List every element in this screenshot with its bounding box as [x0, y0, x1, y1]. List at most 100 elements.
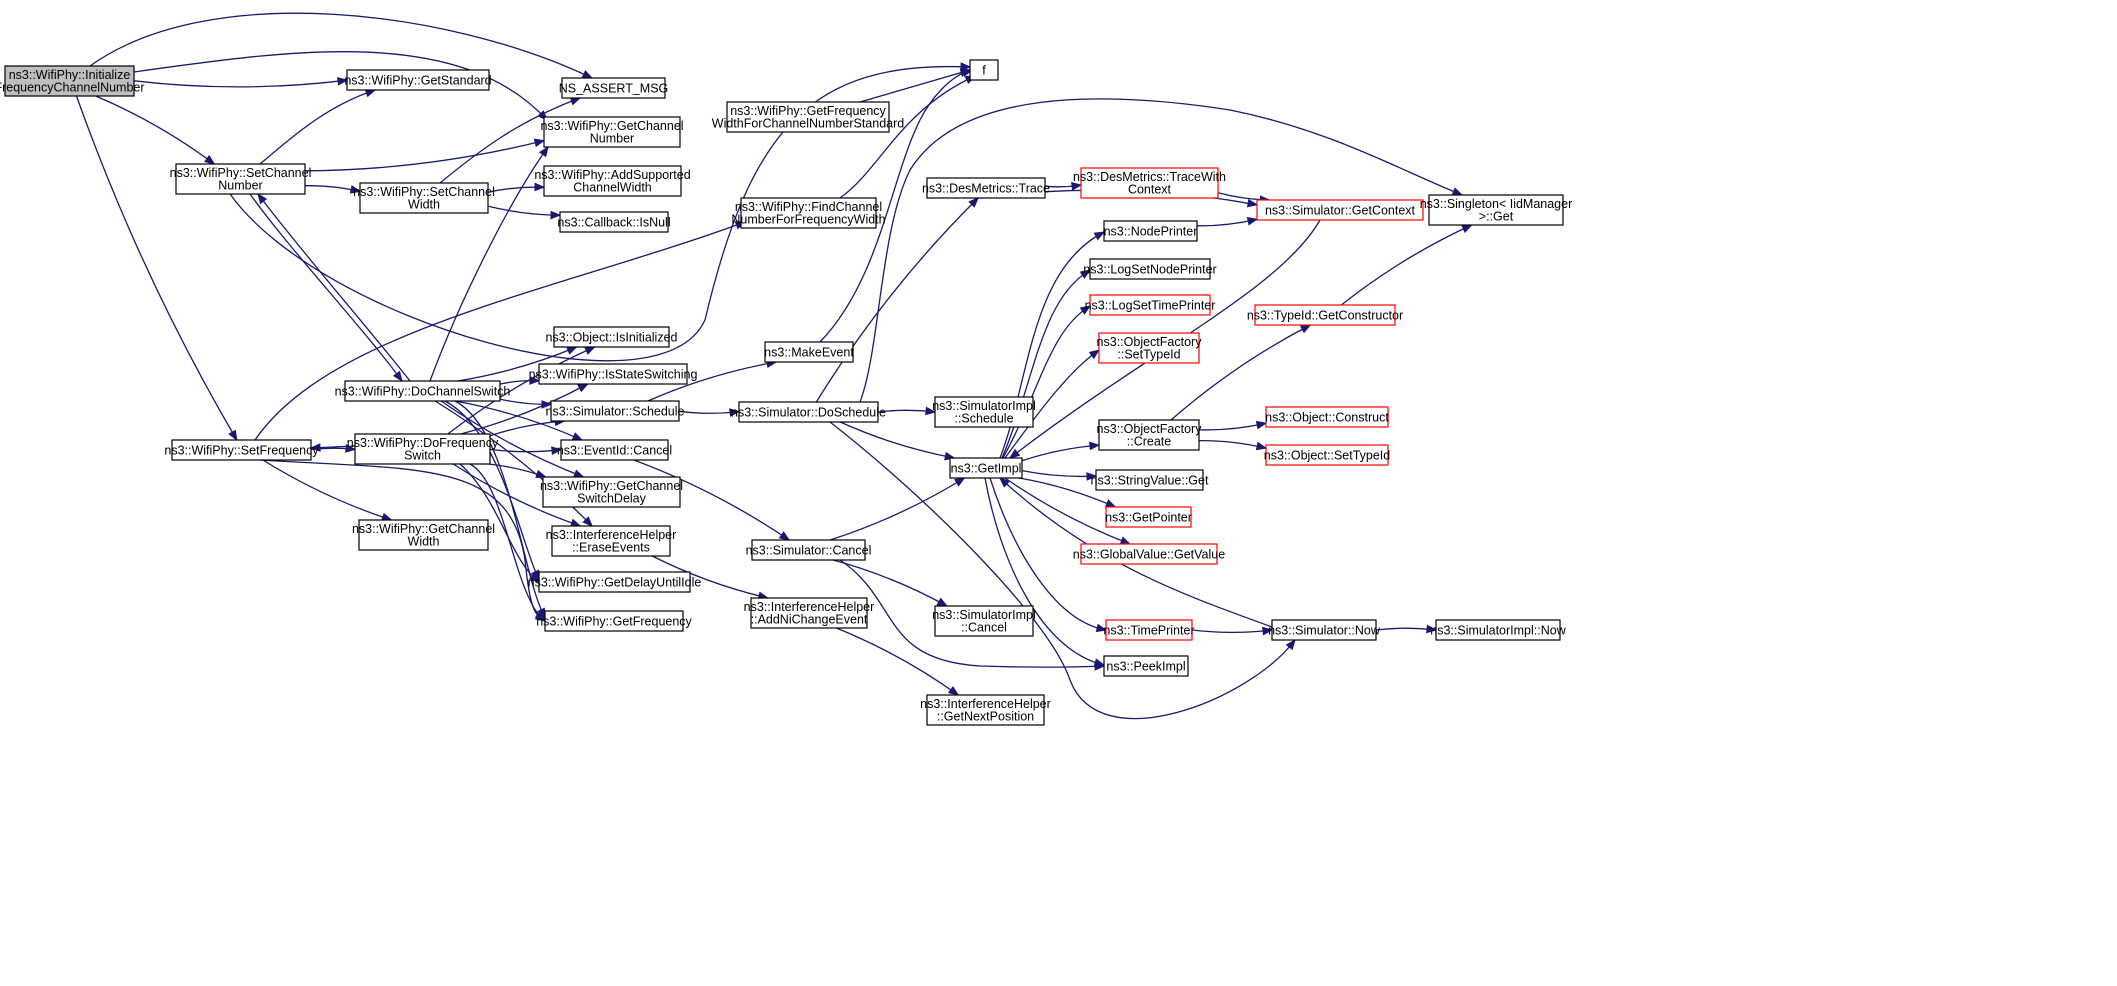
edges-layer — [75, 12, 1473, 720]
node-nsAssert[interactable]: NS_ASSERT_MSG — [559, 77, 669, 99]
node-simImplSchedule[interactable]: ns3::SimulatorImpl::Schedule — [932, 396, 1036, 428]
edge-getImpl-to-stringValueGet — [1021, 469, 1097, 478]
edge-doChannelSwitch-to-isInitialized-arrowhead — [566, 346, 578, 355]
edge-simCancel-to-simImplCancel-arrowhead — [936, 597, 949, 607]
node-isStateSwitching[interactable]: ns3::WifiPhy::IsStateSwitching — [529, 363, 698, 385]
node-findChannel[interactable]: ns3::WifiPhy::FindChannelNumberForFreque… — [731, 197, 886, 229]
edge-doChannelSwitch-to-eraseEvents — [434, 400, 593, 527]
node-addNiChange[interactable]: ns3::InterferenceHelper::AddNiChangeEven… — [744, 597, 875, 629]
node-isInitialized[interactable]: ns3::Object::IsInitialized — [545, 326, 678, 348]
edge-getContext-to-getImpl-arrowhead — [1008, 448, 1021, 459]
edge-setFrequency-to-getChannelWidth — [262, 459, 392, 521]
node-setFrequency[interactable]: ns3::WifiPhy::SetFrequency — [164, 439, 319, 461]
node-box — [359, 182, 489, 214]
node-getPointer[interactable]: ns3::GetPointer — [1105, 506, 1192, 528]
node-getDelayUntilIdle[interactable]: ns3::WifiPhy::GetDelayUntilIdle — [528, 571, 702, 593]
node-label: ::GetNextPosition — [937, 710, 1034, 724]
edge-doChannelSwitch-to-setChannelNumber — [257, 193, 411, 382]
node-objFactorySetTypeId[interactable]: ns3::ObjectFactory::SetTypeId — [1097, 332, 1203, 364]
node-getFreqWidth[interactable]: ns3::WifiPhy::GetFrequencyWidthForChanne… — [712, 101, 905, 133]
node-label: NumberForFrequencyWidth — [731, 213, 885, 227]
node-init[interactable]: ns3::WifiPhy::InitializeFrequencyChannel… — [0, 65, 145, 97]
node-getStandard[interactable]: ns3::WifiPhy::GetStandard — [344, 69, 492, 91]
node-objSetTypeId[interactable]: ns3::Object::SetTypeId — [1264, 444, 1391, 466]
node-simCancel[interactable]: ns3::Simulator::Cancel — [746, 539, 872, 561]
edge-setChannelNumber-to-getChannelNumber — [304, 139, 545, 172]
node-box — [561, 77, 666, 99]
node-objFactoryCreate[interactable]: ns3::ObjectFactory::Create — [1097, 419, 1203, 451]
node-label: ns3::WifiPhy::DoFrequency — [347, 436, 499, 450]
node-box — [1271, 619, 1377, 641]
edge-doFreqSwitch-to-getDelayUntilIdle-arrowhead — [528, 572, 541, 583]
node-schedule[interactable]: ns3::Simulator::Schedule — [546, 400, 685, 422]
edge-getImpl-to-peekImpl — [984, 477, 1105, 666]
node-box — [1089, 258, 1211, 280]
node-label: ns3::Callback::IsNull — [557, 215, 670, 229]
node-box — [560, 439, 669, 461]
node-box — [1428, 194, 1564, 226]
edge-objFactoryCreate-to-getConstructor — [1170, 324, 1311, 421]
edge-objFactoryCreate-to-objConstruct-arrowhead — [1255, 420, 1268, 430]
node-logSetNodePrinter[interactable]: ns3::LogSetNodePrinter — [1083, 258, 1217, 280]
node-box — [1265, 406, 1389, 428]
edge-doSchedule-to-getImpl — [839, 421, 955, 459]
node-peekImpl[interactable]: ns3::PeekImpl — [1103, 655, 1189, 677]
node-objConstruct[interactable]: ns3::Object::Construct — [1265, 406, 1389, 428]
edge-getImpl-to-timePrinter — [989, 477, 1107, 631]
node-box — [1254, 304, 1396, 326]
edge-getImpl-to-nodePrinter-arrowhead — [1093, 231, 1106, 241]
node-simImplCancel[interactable]: ns3::SimulatorImpl::Cancel — [932, 605, 1036, 637]
edge-getContext-to-getImpl — [1009, 219, 1321, 459]
edge-makeEvent-to-f — [819, 69, 973, 343]
node-getFrequency[interactable]: ns3::WifiPhy::GetFrequency — [536, 610, 693, 632]
node-desTrace[interactable]: ns3::DesMetrics::Trace — [922, 177, 1050, 199]
edge-setFrequency-to-findChannel — [254, 221, 746, 441]
edge-eventCancel-to-simCancel-arrowhead — [778, 531, 791, 541]
node-timePrinter[interactable]: ns3::TimePrinter — [1103, 619, 1195, 641]
edge-doSchedule-to-desTrace — [815, 197, 979, 403]
node-label: ns3::Simulator::GetContext — [1265, 203, 1416, 217]
node-label: ns3::Simulator::Now — [1268, 623, 1381, 637]
edge-doSchedule-to-simNow-arrowhead — [1285, 638, 1296, 651]
node-box — [1103, 655, 1189, 677]
node-simNow[interactable]: ns3::Simulator::Now — [1268, 619, 1381, 641]
node-label: ns3::LogSetTimePrinter — [1085, 298, 1216, 312]
node-box — [344, 380, 501, 402]
node-f[interactable]: f — [969, 59, 999, 81]
node-getNextPosition[interactable]: ns3::InterferenceHelper::GetNextPosition — [920, 694, 1051, 726]
edge-getFreqWidth-to-f — [859, 69, 971, 103]
node-label: ns3::GlobalValue::GetValue — [1073, 547, 1225, 561]
node-getConstructor[interactable]: ns3::TypeId::GetConstructor — [1247, 304, 1403, 326]
node-box — [934, 396, 1034, 428]
node-label: ns3::WifiPhy::GetChannel — [540, 479, 683, 493]
node-label: FrequencyChannelNumber — [0, 81, 145, 95]
edge-simNow-to-simImplNow-arrowhead — [1426, 624, 1438, 634]
node-isNull[interactable]: ns3::Callback::IsNull — [557, 211, 671, 233]
node-label: ns3::WifiPhy::GetFrequency — [730, 104, 886, 118]
node-singletonGet[interactable]: ns3::Singleton< IidManager>::Get — [1420, 194, 1573, 226]
node-simImplNow[interactable]: ns3::SimulatorImpl::Now — [1430, 619, 1567, 641]
node-globalValueGet[interactable]: ns3::GlobalValue::GetValue — [1073, 543, 1225, 565]
node-box — [538, 363, 688, 385]
node-nodePrinter[interactable]: ns3::NodePrinter — [1103, 220, 1198, 242]
node-stringValueGet[interactable]: ns3::StringValue::Get — [1091, 469, 1209, 491]
edge-setChannelWidth-to-isNull-arrowhead — [550, 210, 562, 220]
node-makeEvent[interactable]: ns3::MakeEvent — [764, 341, 854, 363]
node-getContext[interactable]: ns3::Simulator::GetContext — [1256, 199, 1424, 221]
node-eventCancel[interactable]: ns3::EventId::Cancel — [557, 439, 672, 461]
node-doSchedule[interactable]: ns3::Simulator::DoSchedule — [731, 401, 886, 423]
node-doChannelSwitch[interactable]: ns3::WifiPhy::DoChannelSwitch — [335, 380, 511, 402]
node-logSetTimePrinter[interactable]: ns3::LogSetTimePrinter — [1085, 294, 1216, 316]
edge-schedule-to-doSchedule-arrowhead — [729, 408, 741, 417]
node-getImpl[interactable]: ns3::GetImpl — [949, 457, 1023, 479]
node-eraseEvents[interactable]: ns3::InterferenceHelper::EraseEvents — [546, 525, 677, 557]
edge-getImpl-to-timePrinter-arrowhead — [1095, 623, 1108, 633]
